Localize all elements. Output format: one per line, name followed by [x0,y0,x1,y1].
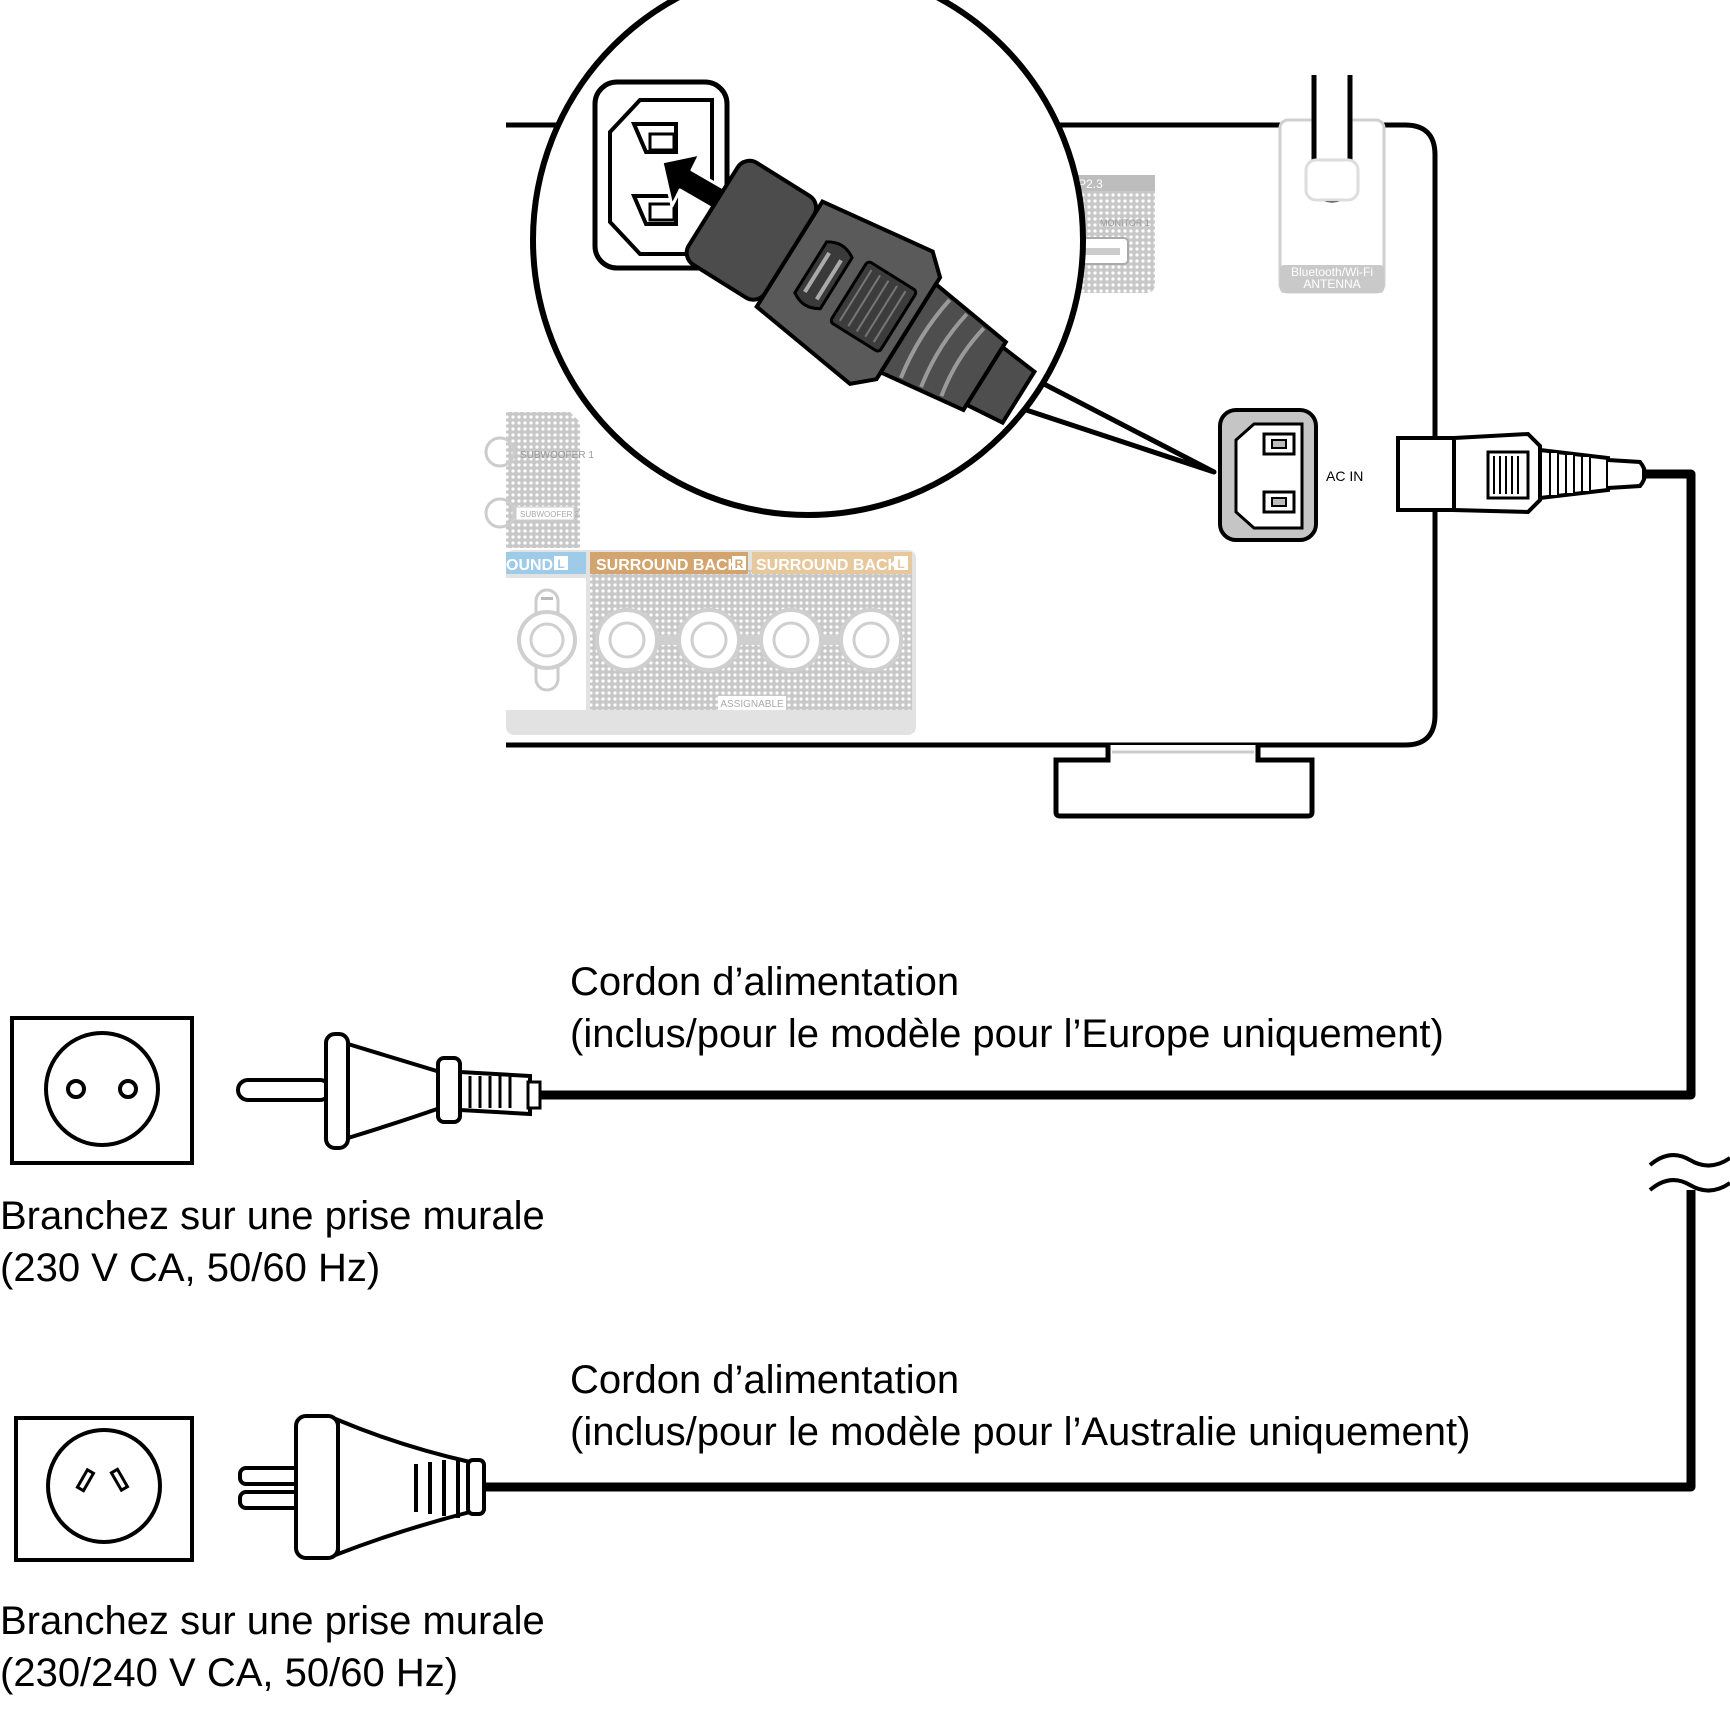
receiver-foot [1053,745,1315,819]
iec-power-plug [1396,431,1647,515]
hdmi-monitor-label: MONITOR 1 [1100,218,1150,228]
au-outlet-caption-line1: Branchez sur une prise murale [0,1599,545,1643]
au-cord-caption-line2: (inclus/pour le modèle pour l’Australie … [570,1410,1471,1454]
antenna-label-line2: ANTENNA [1303,277,1360,291]
speaker-terminal [595,608,659,672]
iec-connector-closeup [684,158,1038,426]
eu-outlet-caption-line2: (230 V CA, 50/60 Hz) [0,1246,381,1290]
au-outlet-caption-line2: (230/240 V CA, 50/60 Hz) [0,1651,459,1695]
surround-back-l-label: SURROUND BACK [756,557,900,574]
eu-cord-caption-line1: Cordon d’alimentation [570,960,960,1004]
subwoofer-terminals: SUBWOOFER 1 SUBWOOFER 2 [484,412,594,548]
ac-in-socket [1218,408,1318,542]
au-power-plug [238,1414,486,1560]
bluetooth-wifi-antenna: Bluetooth/Wi-Fi ANTENNA [1278,75,1386,294]
power-cable [485,469,1696,1492]
au-cord-caption-line1: Cordon d’alimentation [570,1358,960,1402]
speaker-terminal [839,608,903,672]
subwoofer2-label: SUBWOOFER 2 [520,510,580,519]
eu-wall-outlet [10,1016,194,1165]
speaker-terminals: OUND L SURROUND BACK R SURROUND BACK L [506,550,916,735]
surround-l-badge: L [557,557,564,571]
eu-outlet-caption-line1: Branchez sur une prise murale [0,1194,545,1238]
cable-break-symbol [1648,1135,1730,1193]
assignable-label: ASSIGNABLE [720,699,784,710]
surround-back-l-band [752,552,912,574]
antenna-label-line1: Bluetooth/Wi-Fi [1291,265,1373,279]
surround-back-r-label: SURROUND BACK [596,557,740,574]
magnified-callout [530,0,1217,518]
speaker-terminal [677,608,741,672]
eu-cord-caption-line2: (inclus/pour le modèle pour l’Europe uni… [570,1012,1444,1056]
surround-back-r-badge: R [735,557,744,571]
surround-l-label: OUND [506,557,553,574]
surround-back-r-band [590,552,748,574]
eu-power-plug [236,1032,542,1150]
surround-back-l-badge: L [897,557,904,571]
au-wall-outlet [14,1416,194,1562]
subwoofer1-label: SUBWOOFER 1 [520,450,594,461]
speaker-terminal [759,608,823,672]
ac-in-label: AC IN [1326,468,1363,484]
